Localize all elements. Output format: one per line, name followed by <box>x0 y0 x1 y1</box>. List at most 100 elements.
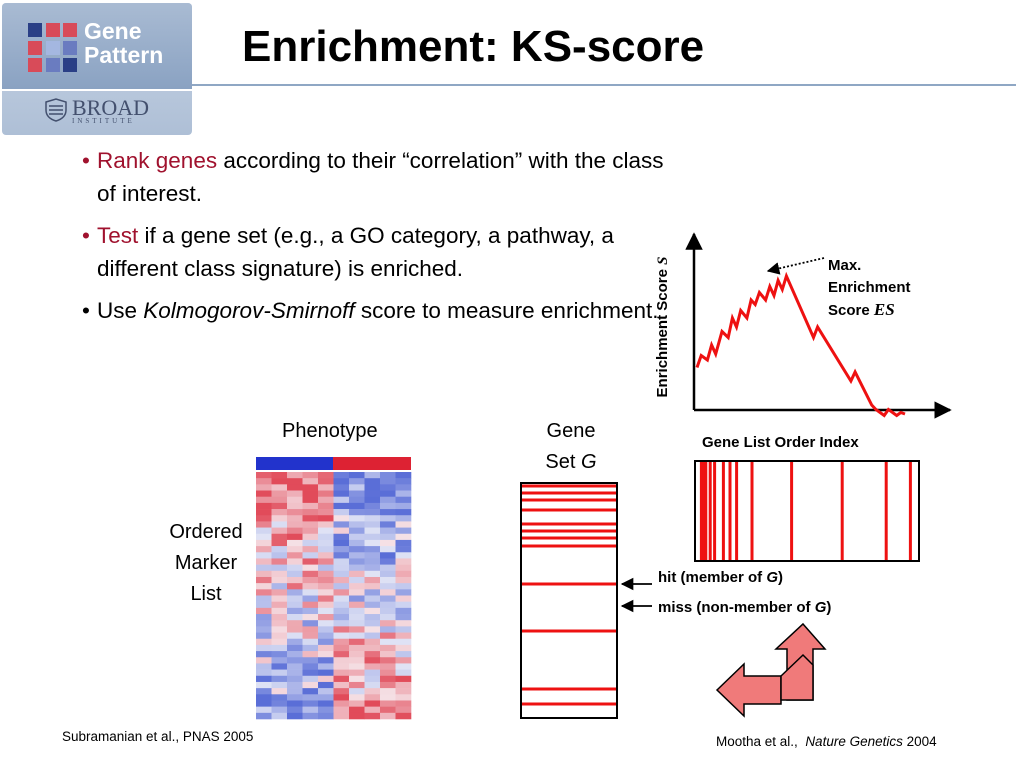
heatmap-cell <box>302 657 319 664</box>
heatmap <box>256 457 412 720</box>
heatmap-cell <box>380 478 396 485</box>
heatmap-cell <box>349 675 365 683</box>
heatmap-cell <box>380 490 396 497</box>
heatmap-cell <box>271 620 288 627</box>
heatmap-cell <box>271 675 288 683</box>
heatmap-cell <box>256 607 272 615</box>
heatmap-cell <box>318 681 334 689</box>
heatmap-cell <box>349 694 365 701</box>
ordered-marker-list-label: Ordered Marker List <box>160 517 252 610</box>
bullet-use-ks: • Use Kolmogorov-Smirnoff score to measu… <box>82 294 672 327</box>
heatmap-cell <box>380 558 396 565</box>
heatmap-cell <box>395 576 412 584</box>
heatmap-cell <box>380 688 396 695</box>
heatmap-cell <box>271 607 288 615</box>
max-es-annotation: Max. Enrichment Score ES <box>828 255 911 322</box>
heatmap-cell <box>287 607 303 615</box>
heatmap-cell <box>271 651 288 658</box>
heatmap-cell <box>271 576 288 584</box>
heatmap-cell <box>395 552 412 559</box>
heatmap-cell <box>287 657 303 664</box>
heatmap-cell <box>256 651 272 658</box>
page-title: Enrichment: KS-score <box>242 22 705 71</box>
heatmap-cell <box>364 558 381 565</box>
heatmap-cell <box>256 644 272 652</box>
logo-grid-cell <box>63 23 78 37</box>
heatmap-cell <box>395 595 412 602</box>
heatmap-cell <box>333 570 350 578</box>
heatmap-cell <box>349 521 365 528</box>
marker-label-line: List <box>190 583 222 605</box>
heatmap-cell <box>302 472 319 479</box>
heatmap-cell <box>271 570 288 578</box>
heatmap-cell <box>349 509 365 516</box>
heatmap-cell <box>395 651 412 658</box>
heatmap-cell <box>318 712 334 720</box>
heatmap-cell <box>380 651 396 658</box>
heatmap-cell <box>364 472 381 479</box>
heatmap-cell <box>287 601 303 609</box>
y-axis-label-text: Enrichment Score <box>654 264 671 398</box>
heatmap-cell <box>318 632 334 640</box>
heatmap-cell <box>349 564 365 572</box>
heatmap-cell <box>333 694 350 701</box>
heatmap-cell <box>256 589 272 596</box>
heatmap-cell <box>302 478 319 485</box>
heatmap-cell <box>395 657 412 664</box>
heatmap-cell <box>380 564 396 572</box>
bullet-text: score to measure enrichment. <box>354 298 659 323</box>
heatmap-cell <box>395 614 412 621</box>
heatmap-cell <box>318 527 334 535</box>
heatmap-cell <box>256 669 272 677</box>
heatmap-cell <box>256 478 272 485</box>
heatmap-cell <box>395 681 412 689</box>
chart-x-axis-label: Gene List Order Index <box>702 434 859 451</box>
citation-subramanian: Subramanian et al., PNAS 2005 <box>62 729 254 744</box>
heatmap-cell <box>333 558 350 565</box>
heatmap-cell <box>395 496 412 504</box>
heatmap-cell <box>271 700 288 707</box>
heatmap-cell <box>318 614 334 621</box>
heatmap-cell <box>349 502 365 510</box>
logo-line2: Pattern <box>84 42 164 68</box>
heatmap-cell <box>256 546 272 553</box>
heatmap-cell <box>364 539 381 547</box>
heatmap-cell <box>333 509 350 516</box>
heatmap-cell <box>256 539 272 547</box>
heatmap-cell <box>287 638 303 646</box>
heatmap-cell <box>302 533 319 541</box>
title-rule <box>192 84 1016 86</box>
heatmap-cell <box>380 496 396 504</box>
heatmap-cell <box>256 681 272 689</box>
heatmap-cell <box>256 614 272 621</box>
heatmap-cell <box>271 712 288 720</box>
heatmap-cell <box>333 657 350 664</box>
heatmap-cell <box>287 644 303 652</box>
heatmap-cell <box>380 570 396 578</box>
heatmap-cell <box>333 472 350 479</box>
heatmap-cell <box>349 644 365 652</box>
heatmap-cell <box>364 700 381 707</box>
annotation-line: Score <box>828 302 874 319</box>
logo-grid-cell <box>63 40 78 55</box>
heatmap-cell <box>271 515 288 522</box>
heatmap-cell <box>395 669 412 677</box>
heatmap-cell <box>395 638 412 646</box>
heatmap-cell <box>287 509 303 516</box>
heatmap-cell <box>318 688 334 695</box>
heatmap-cell <box>271 644 288 652</box>
heatmap-cell <box>349 614 365 621</box>
heatmap-cell <box>364 490 381 497</box>
miss-label-text: miss (non-member of <box>658 599 815 616</box>
heatmap-cell <box>364 570 381 578</box>
heatmap-cell <box>302 644 319 652</box>
heatmap-cell <box>333 651 350 658</box>
heatmap-cell <box>318 478 334 485</box>
heatmap-cell <box>380 601 396 609</box>
heatmap-cell <box>349 558 365 565</box>
heatmap-cell <box>333 589 350 596</box>
heatmap-cell <box>333 564 350 572</box>
heatmap-cell <box>318 564 334 572</box>
heatmap-cell <box>287 478 303 485</box>
heatmap-cell <box>380 669 396 677</box>
